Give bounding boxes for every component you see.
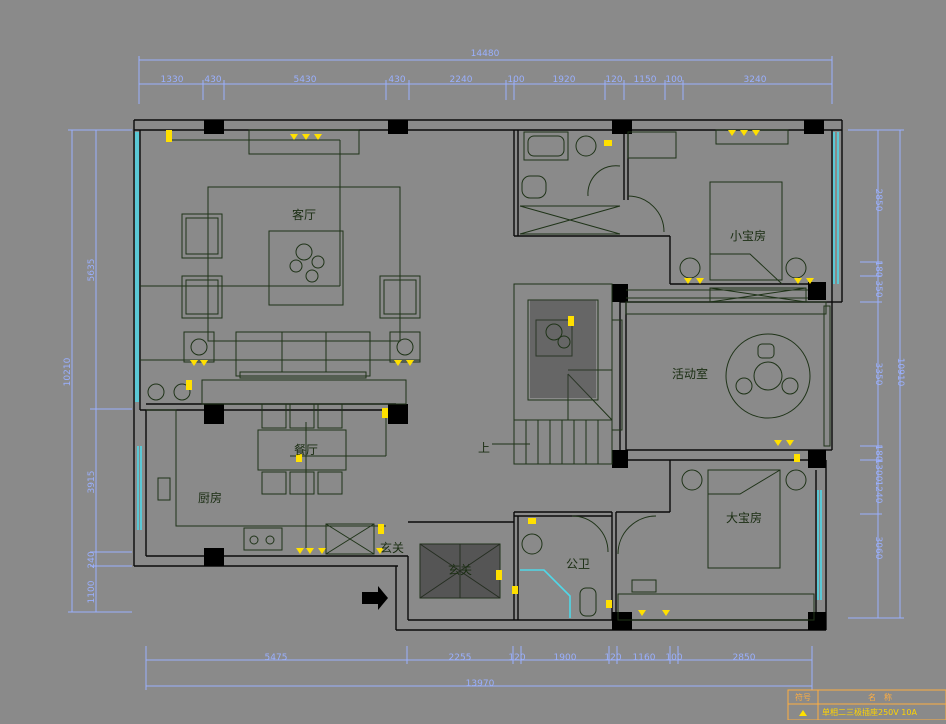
room-label-entry: 玄关 <box>448 562 472 577</box>
room-label-big-bedroom: 大宝房 <box>726 510 762 525</box>
dim-left-seg: 1100 <box>87 580 97 603</box>
dim-bottom-seg: 100 <box>665 653 682 663</box>
dim-left-seg: 5635 <box>87 259 97 282</box>
dim-top-seg: 3240 <box>744 75 767 85</box>
dim-top-seg: 5430 <box>294 75 317 85</box>
dim-right-seg: 2850 <box>873 189 883 212</box>
room-label-living: 客厅 <box>292 207 316 222</box>
room-label-activity: 活动室 <box>672 366 708 381</box>
dimension-top <box>138 56 833 104</box>
dimension-right <box>848 129 904 619</box>
legend-row-text: 单相二三极插座250V 10A <box>822 707 917 717</box>
dim-top-total: 14480 <box>471 49 500 59</box>
structural-columns <box>204 120 826 630</box>
dim-right-total: 10910 <box>895 358 905 387</box>
dim-bottom-seg: 2255 <box>449 653 472 663</box>
legend-header-name: 名 称 <box>868 692 892 702</box>
dim-right-seg: 180 <box>873 444 883 461</box>
room-label-small-bedroom: 小宝房 <box>730 228 766 243</box>
plant-icon <box>289 243 571 349</box>
dim-bottom-seg: 120 <box>604 653 621 663</box>
dim-bottom-seg: 2850 <box>733 653 756 663</box>
dim-top-seg: 1150 <box>634 75 657 85</box>
dim-left-seg: 3915 <box>87 471 97 494</box>
dim-top-seg: 430 <box>204 75 221 85</box>
dim-right-seg: 3060 <box>873 537 883 560</box>
dim-left-total: 10210 <box>63 357 73 386</box>
dim-bottom-seg: 5475 <box>265 653 288 663</box>
legend-header-symbol: 符号 <box>795 692 811 702</box>
room-label-kitchen: 厨房 <box>198 490 222 505</box>
dim-top-seg: 2240 <box>450 75 473 85</box>
room-label-porch: 玄关 <box>380 540 404 555</box>
dim-right-seg: 1240 <box>873 481 883 504</box>
room-label-public-bath: 公卫 <box>566 557 590 571</box>
stair-hatch <box>420 300 596 598</box>
dim-right-seg: 1300 <box>873 459 883 482</box>
entrance-arrow-icon <box>362 586 388 610</box>
outlet-markers <box>166 130 814 616</box>
dim-top-seg: 100 <box>507 75 524 85</box>
outlet-symbol-icon <box>799 710 807 716</box>
dim-right-seg: 350 <box>873 280 883 297</box>
dim-left-seg: 240 <box>87 551 97 568</box>
dim-bottom-total: 13970 <box>466 679 495 689</box>
dimension-left <box>68 129 132 613</box>
dim-bottom-seg: 1160 <box>633 653 656 663</box>
legend-table: 符号 名 称 单相二三极插座250V 10A <box>787 689 946 721</box>
dim-bottom-seg: 1900 <box>554 653 577 663</box>
dim-top-seg: 430 <box>388 75 405 85</box>
room-label-dining: 餐厅 <box>294 442 318 457</box>
dim-top-seg: 1920 <box>553 75 576 85</box>
dim-top-seg: 1330 <box>161 75 184 85</box>
stair-up-label: 上 <box>478 441 490 455</box>
furniture <box>140 129 831 621</box>
dim-bottom-seg: 120 <box>508 653 525 663</box>
dim-top-seg: 100 <box>665 75 682 85</box>
dim-right-seg: 180 <box>873 260 883 277</box>
dim-right-seg: 3350 <box>873 363 883 386</box>
dimension-bottom <box>145 646 813 690</box>
windows <box>135 132 839 618</box>
dim-top-seg: 120 <box>605 75 622 85</box>
